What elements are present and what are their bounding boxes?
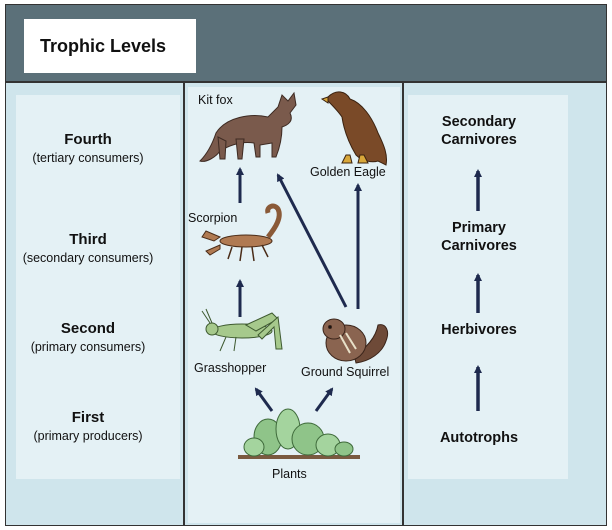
category-secondary-carnivores: Secondary Carnivores [406, 113, 552, 149]
arrow-plants-to-grasshopper [254, 387, 274, 412]
illustration-layer [199, 91, 482, 459]
scorpion-icon [201, 203, 282, 262]
level-description: (primary producers) [33, 429, 143, 443]
level-name: Third [69, 231, 107, 248]
level-description: (primary consumers) [30, 340, 146, 354]
category-line: Autotrophs [439, 430, 519, 446]
label-ground-squirrel: Ground Squirrel [301, 365, 390, 379]
kit-fox-icon [199, 91, 297, 162]
category-autotrophs: Autotrophs [406, 429, 552, 447]
arrow-squirrel-to-fox [276, 173, 348, 308]
category-primary-carnivores: Primary Carnivores [406, 219, 552, 255]
level-name: Fourth [64, 131, 112, 148]
level-description: (tertiary consumers) [32, 151, 144, 165]
divider-left [183, 83, 185, 525]
label-plants: Plants [272, 467, 307, 481]
golden-eagle-icon [320, 91, 387, 166]
category-line: Carnivores [441, 132, 517, 148]
category-herbivores: Herbivores [406, 321, 552, 339]
arrow-plants-to-squirrel [314, 387, 334, 412]
food-web-arrows [236, 167, 362, 412]
grasshopper-icon [201, 308, 283, 352]
divider-right [402, 83, 404, 525]
plants-icon [238, 408, 360, 459]
levels-panel [16, 95, 180, 479]
label-golden-eagle: Golden Eagle [310, 165, 386, 179]
level-name: First [71, 409, 105, 426]
category-line: Secondary [441, 114, 517, 130]
level-name: Second [60, 320, 116, 337]
title-box: Trophic Levels [24, 19, 196, 73]
level-first: First (primary producers) [6, 409, 170, 443]
diagram-frame: Trophic Levels Fourth (tertiary consumer… [5, 4, 607, 526]
category-line: Herbivores [441, 322, 517, 338]
categories-panel [408, 95, 568, 479]
label-kit-fox: Kit fox [198, 93, 233, 107]
label-scorpion: Scorpion [188, 211, 238, 225]
category-line: Carnivores [441, 238, 517, 254]
header-bar: Trophic Levels [6, 5, 606, 83]
category-line: Primary [451, 220, 506, 236]
level-description: (secondary consumers) [22, 251, 154, 265]
ground-squirrel-icon [322, 318, 389, 364]
level-second: Second (primary consumers) [6, 320, 170, 354]
page-title: Trophic Levels [40, 35, 167, 56]
level-third: Third (secondary consumers) [6, 231, 170, 265]
label-grasshopper: Grasshopper [194, 361, 267, 375]
level-fourth: Fourth (tertiary consumers) [6, 131, 170, 165]
